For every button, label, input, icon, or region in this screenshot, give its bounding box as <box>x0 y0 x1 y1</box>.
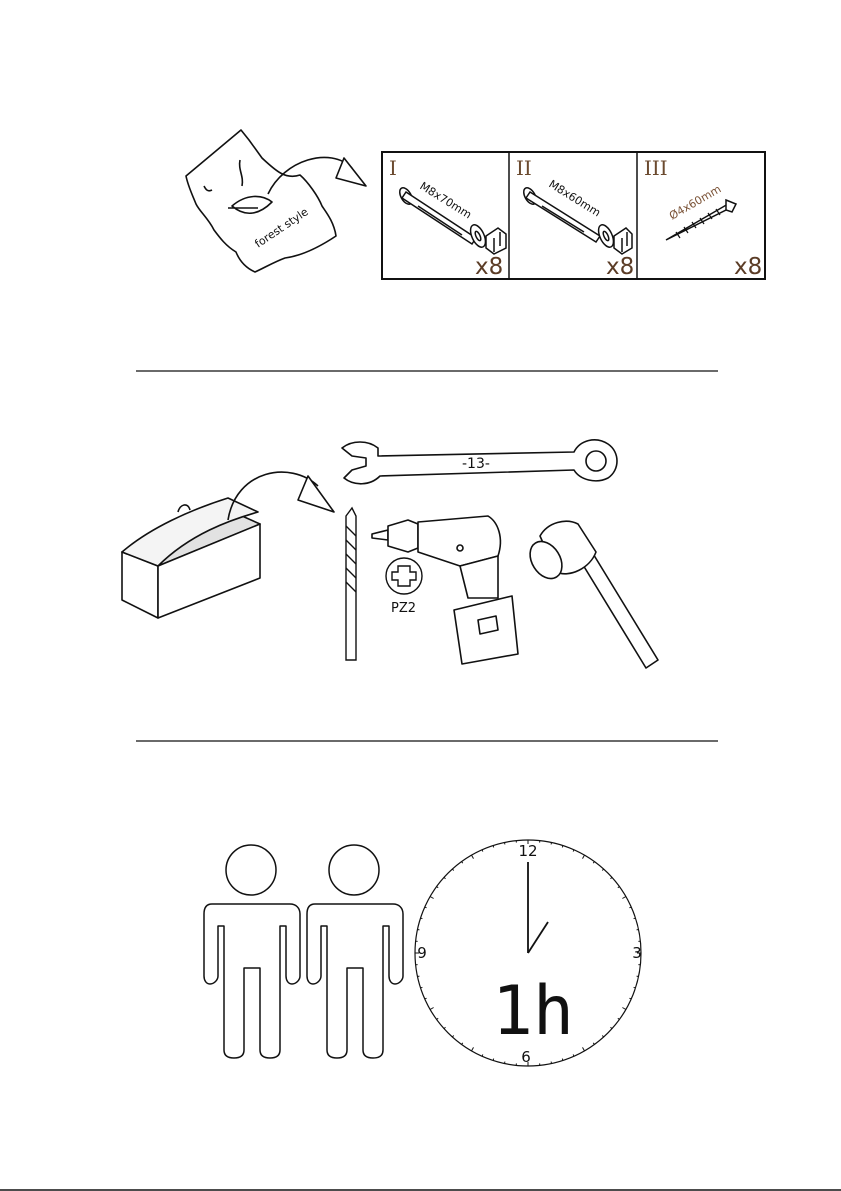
rubber-mallet-icon <box>524 521 658 668</box>
clock-number-3: 3 <box>632 944 642 962</box>
arrow-bag-to-parts-head <box>336 158 366 186</box>
part-size: Ø4x60mm <box>667 183 723 223</box>
assembly-duration: 1h <box>492 972 574 1051</box>
pozidriv-bit-icon <box>386 558 422 594</box>
part-quantity: x8 <box>606 254 634 280</box>
bag-crease-1 <box>204 186 212 191</box>
parts-cell-iii: III Ø4x60mm x8 <box>644 156 762 280</box>
cap-nut-icon <box>486 228 506 254</box>
part-size: M8x70mm <box>417 180 473 222</box>
clock-tick <box>421 987 423 988</box>
clock-number-12: 12 <box>518 842 537 860</box>
part-numeral: I <box>389 156 397 180</box>
arrow-box-to-tools-head <box>298 476 334 512</box>
bag-crease-2 <box>240 160 243 186</box>
part-quantity: x8 <box>475 254 503 280</box>
parts-table: I M8x70mm x8 II <box>382 152 765 280</box>
part-numeral: III <box>644 156 668 180</box>
hardware-bag-illustration <box>186 130 336 272</box>
wrench-size-label: -13- <box>462 456 490 472</box>
clock: 12 3 6 9 1h <box>415 840 642 1066</box>
clock-tick <box>562 1059 563 1061</box>
clock-number-9: 9 <box>417 944 427 962</box>
parts-cell-ii: II M8x60mm x8 <box>516 156 634 280</box>
person-icon <box>307 845 403 1058</box>
parts-cell-i: I M8x70mm x8 <box>389 156 506 280</box>
clock-tick <box>421 918 423 919</box>
clock-tick <box>562 846 563 848</box>
cap-nut-icon <box>614 228 632 254</box>
bag-label: forest style <box>252 205 311 250</box>
part-quantity: x8 <box>734 254 762 280</box>
drill-bit-icon <box>346 508 356 660</box>
clock-tick <box>634 987 636 988</box>
bit-label: PZ2 <box>391 601 416 616</box>
open-box-illustration <box>122 498 260 618</box>
person-icon <box>204 845 300 1058</box>
clock-tick <box>493 1059 494 1061</box>
clock-tick <box>634 918 636 919</box>
clock-tick <box>493 846 494 848</box>
leaf-logo <box>228 196 272 213</box>
bag-outline <box>186 130 336 272</box>
part-numeral: II <box>516 156 532 180</box>
